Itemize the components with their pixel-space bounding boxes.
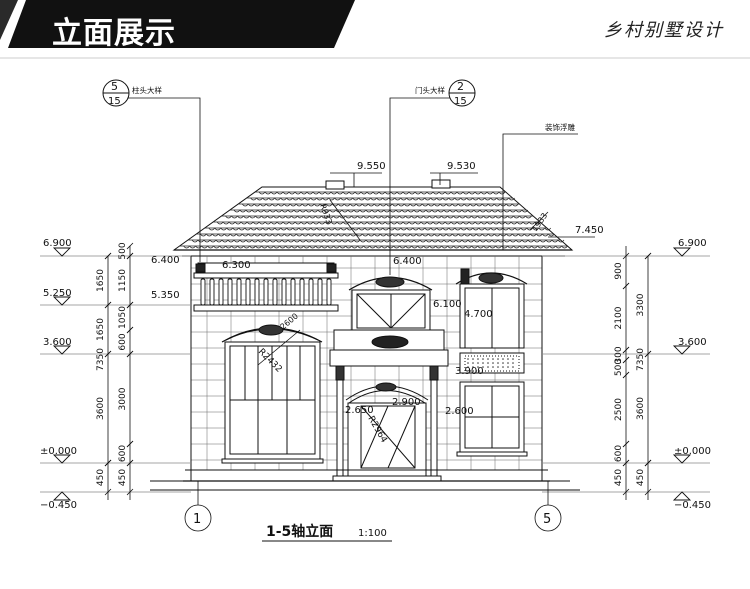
dim-left-outer-1: 1650 <box>96 318 106 341</box>
callout-leaders <box>120 97 595 275</box>
dim-right-inner-2: 300 <box>614 346 624 363</box>
callout-column-head-num: 5 <box>111 80 118 93</box>
elev-label-4700: 4.700 <box>464 309 493 320</box>
elev-label-3900: 3.900 <box>455 366 484 377</box>
axis-label-1: 1 <box>193 512 201 527</box>
dim-right-inner-4: 2500 <box>614 398 624 421</box>
elev-label-6400a: 6.400 <box>151 255 180 266</box>
callout-deco-label: 装饰浮雕 <box>545 122 575 132</box>
right-window <box>455 268 528 457</box>
porch <box>329 329 449 482</box>
dim-left-inner-4: 3000 <box>118 387 128 410</box>
dim-right-inner-3: 500 <box>614 359 624 376</box>
elev-label-7450: 7.450 <box>575 225 604 236</box>
dim-left-outer-3: 3600 <box>96 397 106 420</box>
dim-left-inner-0: 500 <box>118 242 128 259</box>
dim-right-outer-0: 3300 <box>636 293 646 316</box>
dim-right-outer-1: 3600 <box>636 397 646 420</box>
elev-label-2650: 2.650 <box>345 405 374 416</box>
callout-column-head-label: 柱头大样 <box>132 85 162 95</box>
level-markers <box>52 247 692 501</box>
elev-label-9530: 9.530 <box>447 161 476 172</box>
dim-left-outer-2: 7350 <box>96 348 106 371</box>
page-subtitle: 乡村别墅设计 <box>604 20 724 41</box>
elev-label-6400b: 6.400 <box>393 256 422 267</box>
elev-label-2900: 2.900 <box>392 397 421 408</box>
level-left-5250: 5.250 <box>43 288 72 299</box>
dim-right-outer-3: 450 <box>636 469 646 486</box>
dim-left-inner-3: 600 <box>118 333 128 350</box>
elev-label-9550: 9.550 <box>357 161 386 172</box>
callout-door-head-label: 门头大样 <box>415 85 445 95</box>
dim-right-inner-0: 900 <box>614 262 624 279</box>
elev-label-6300: 6.300 <box>222 260 251 271</box>
callout-door-head-den: 15 <box>454 96 467 107</box>
axis-label-5: 5 <box>543 512 551 527</box>
level-right-m0450: −0.450 <box>674 500 711 511</box>
plinth <box>150 469 580 491</box>
left-window <box>221 324 324 464</box>
title-bar <box>8 0 355 48</box>
drawing-title: 1-5轴立面 <box>266 523 333 540</box>
level-left-6900: 6.900 <box>43 238 72 249</box>
dim-left-outer-4: 450 <box>96 469 106 486</box>
level-right-3600: 3.600 <box>678 337 707 348</box>
callout-door-head-num: 2 <box>457 80 464 93</box>
dimension-lines <box>104 242 652 500</box>
dim-right-inner-6: 450 <box>614 469 624 486</box>
elev-label-6100: 6.100 <box>433 299 462 310</box>
elev-label-2600: 2.600 <box>445 406 474 417</box>
dim-left-inner-1: 1150 <box>118 269 128 292</box>
balcony <box>193 262 339 312</box>
level-left-m0450: −0.450 <box>40 500 77 511</box>
level-right-0000: ±0.000 <box>674 446 711 457</box>
drawing-scale: 1:100 <box>358 528 387 539</box>
roof <box>172 179 574 257</box>
level-left-3600: 3.600 <box>43 337 72 348</box>
dim-right-inner-5: 600 <box>614 445 624 462</box>
dim-left-outer-0: 1650 <box>96 269 106 292</box>
level-right-6900: 6.900 <box>678 238 707 249</box>
dim-left-inner-2: 1050 <box>118 306 128 329</box>
callout-column-head-den: 15 <box>108 96 121 107</box>
dim-right-inner-1: 2100 <box>614 306 624 329</box>
elev-label-5350: 5.350 <box>151 290 180 301</box>
page-title: 立面展示 <box>52 16 176 51</box>
header-banner <box>0 0 750 59</box>
dim-right-outer-2: 7350 <box>636 348 646 371</box>
axis-lines <box>184 481 562 532</box>
dim-left-inner-5: 600 <box>118 445 128 462</box>
dim-left-inner-6: 450 <box>118 469 128 486</box>
level-left-0000: ±0.000 <box>40 446 77 457</box>
callout-circles <box>102 79 476 107</box>
